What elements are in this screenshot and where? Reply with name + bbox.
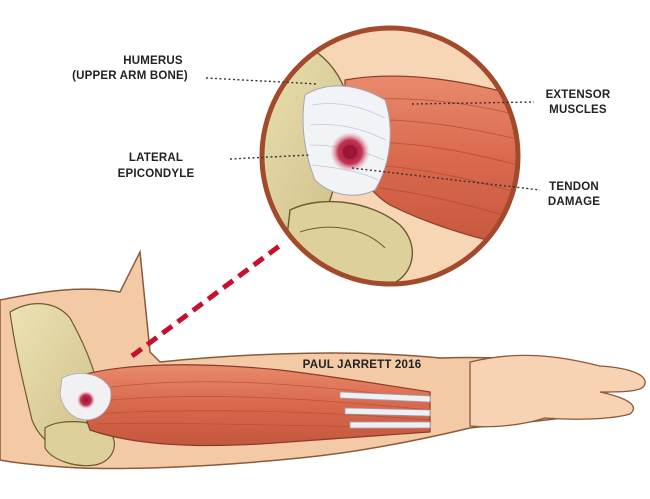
label-tendon-line2: DAMAGE <box>548 196 600 208</box>
arm-damage-spot <box>77 391 95 409</box>
label-tendon-line1: TENDON <box>549 181 599 193</box>
label-extensor-line2: MUSCLES <box>549 104 607 116</box>
leader-lines <box>205 77 541 191</box>
zoom-ring <box>259 25 521 287</box>
label-humerus-line1: HUMERUS <box>123 55 183 67</box>
zoom-connector-line <box>130 241 284 359</box>
label-humerus: HUMERUS (UPPER ARM BONE) <box>72 55 188 82</box>
hand <box>469 354 646 428</box>
arm-illustration <box>0 249 646 470</box>
zoom-inset <box>259 25 521 287</box>
forearm-tendons <box>339 391 431 429</box>
label-lateral-epicondyle: LATERAL EPICONDYLE <box>118 152 195 180</box>
label-lateral-line2: EPICONDYLE <box>118 168 195 180</box>
label-extensor-muscles: EXTENSOR MUSCLES <box>546 89 611 116</box>
forearm-extensor-muscles <box>71 364 431 447</box>
label-tendon-damage: TENDON DAMAGE <box>548 181 600 208</box>
artist-credit: PAUL JARRETT 2016 <box>303 359 422 371</box>
label-lateral-line1: LATERAL <box>129 152 183 164</box>
label-humerus-line2: (UPPER ARM BONE) <box>72 70 188 82</box>
label-extensor-line1: EXTENSOR <box>546 89 611 101</box>
